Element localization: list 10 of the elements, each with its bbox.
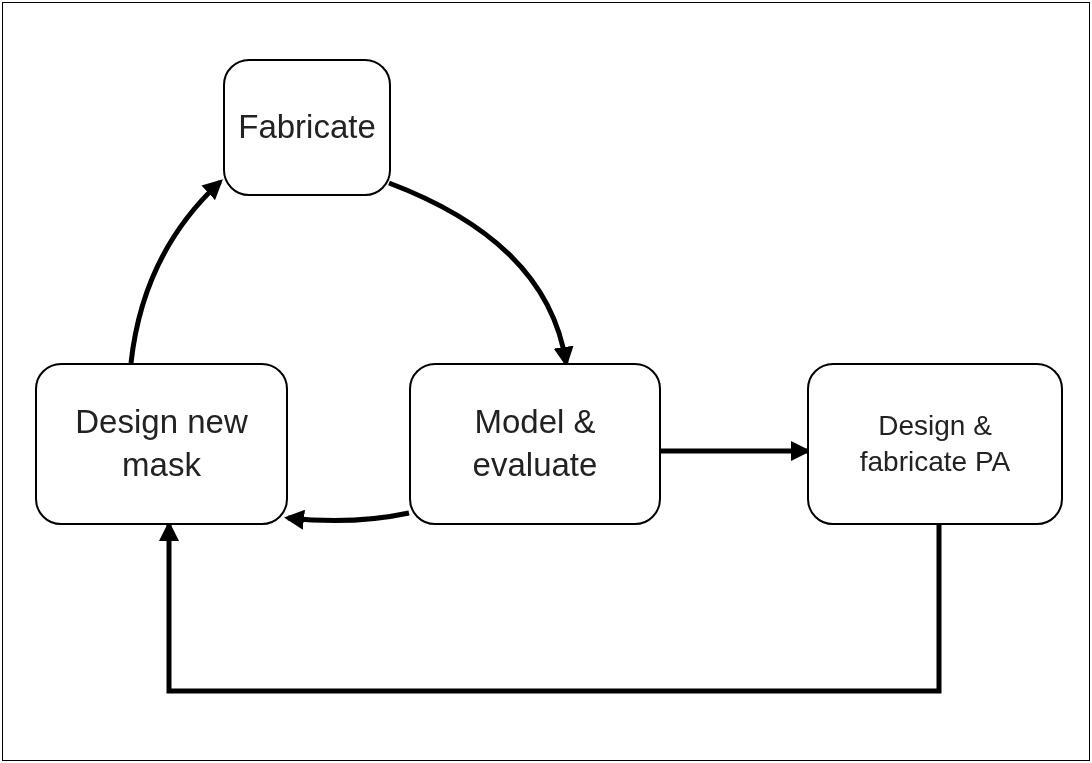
process-box (807, 363, 1063, 525)
arrow (128, 179, 223, 364)
process-box (35, 363, 288, 525)
process-box (409, 363, 661, 525)
box-label: Design & fabricate PA (858, 408, 1012, 479)
process-box (223, 59, 391, 196)
arrow (284, 509, 410, 530)
box-label: Fabricate (238, 107, 376, 148)
box-label: Model & evaluate (471, 402, 599, 485)
box-label: Design new mask (74, 402, 249, 485)
